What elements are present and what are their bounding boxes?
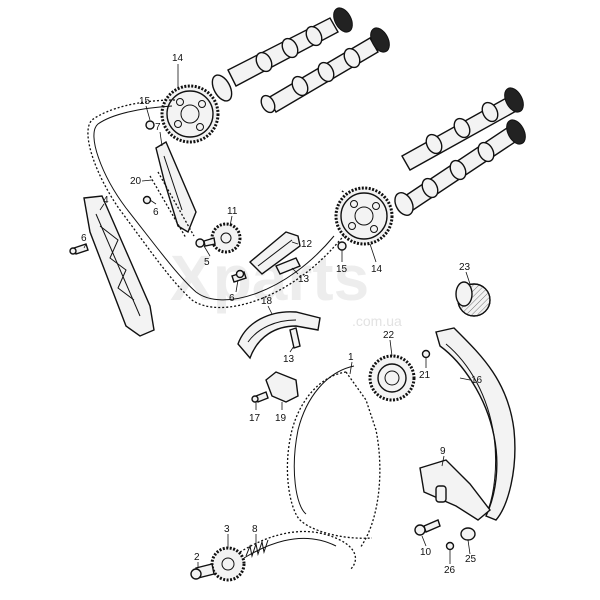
bolt-5 [195, 237, 216, 248]
callout-5: 5 [204, 257, 210, 268]
callout-12: 12 [301, 239, 313, 250]
callout-labels: 14 15 7 20 4 6 6 11 12 5 13 6 18 13 17 1… [81, 53, 483, 576]
callout-18: 18 [261, 296, 273, 307]
callout-20: 20 [130, 176, 142, 187]
crank-sprocket-3 [210, 546, 246, 582]
callout-4: 4 [103, 195, 109, 206]
callout-15: 15 [336, 264, 348, 275]
pin-13-upper [275, 257, 301, 275]
watermark-domain: .com.ua [352, 313, 402, 329]
leader-lines [83, 64, 471, 568]
callout-11: 11 [227, 206, 238, 217]
callout-22: 22 [383, 330, 395, 341]
callout-15: 15 [139, 96, 151, 107]
callout-8: 8 [252, 524, 258, 535]
callout-3: 3 [224, 524, 230, 535]
bolt-6-mid [142, 195, 152, 205]
camshaft-sprocket-right [334, 186, 394, 246]
spring-8 [245, 539, 269, 558]
callout-6: 6 [81, 233, 87, 244]
timing-chain-1 [239, 365, 381, 571]
bolt-10 [414, 519, 441, 536]
camshaft-sprocket-upper [160, 84, 220, 144]
secondary-chain-20 [149, 171, 195, 239]
bolt-2 [190, 563, 215, 580]
callout-19: 19 [275, 413, 287, 424]
callout-6: 6 [229, 293, 235, 304]
callout-14: 14 [371, 264, 383, 275]
callout-7: 7 [155, 122, 161, 133]
bolt-21 [421, 349, 431, 359]
callout-2: 2 [194, 552, 200, 563]
bolt-15-upper [145, 120, 155, 130]
callout-6: 6 [153, 207, 159, 218]
chain-guide-18 [237, 311, 321, 360]
bolt-6-lower [231, 269, 247, 283]
camshaft-upper-left-rear [211, 7, 353, 102]
callout-10: 10 [420, 547, 432, 558]
tensioner-rail-16 [435, 327, 516, 521]
camshaft-upper-left-front [260, 27, 390, 114]
callout-9: 9 [440, 446, 446, 457]
camshaft-right-lower [394, 119, 526, 216]
pin-13-lower [289, 327, 301, 349]
callout-1: 1 [348, 352, 354, 363]
chain-guide-9 [419, 459, 491, 521]
tensioner-rail-4 [83, 195, 155, 337]
callout-14: 14 [172, 53, 184, 64]
callout-25: 25 [465, 554, 477, 565]
callout-21: 21 [419, 370, 431, 381]
sprocket-22 [368, 354, 416, 402]
chain-guide-12 [248, 231, 301, 275]
callout-13: 13 [298, 274, 310, 285]
nut-25 [460, 527, 476, 541]
callout-17: 17 [249, 413, 261, 424]
sprocket-11 [210, 222, 242, 254]
bolt-15-right [337, 241, 347, 251]
idler-roller-23 [455, 281, 491, 317]
timing-chain-upper [87, 99, 356, 308]
bolt-17 [251, 391, 269, 403]
chain-guide-7 [155, 140, 197, 234]
callout-16: 16 [471, 375, 483, 386]
bracket-19 [265, 371, 299, 403]
callout-23: 23 [459, 262, 471, 273]
bolt-26 [445, 541, 455, 551]
callout-26: 26 [444, 565, 456, 576]
callout-13: 13 [283, 354, 295, 365]
camshaft-right-upper [401, 87, 524, 171]
